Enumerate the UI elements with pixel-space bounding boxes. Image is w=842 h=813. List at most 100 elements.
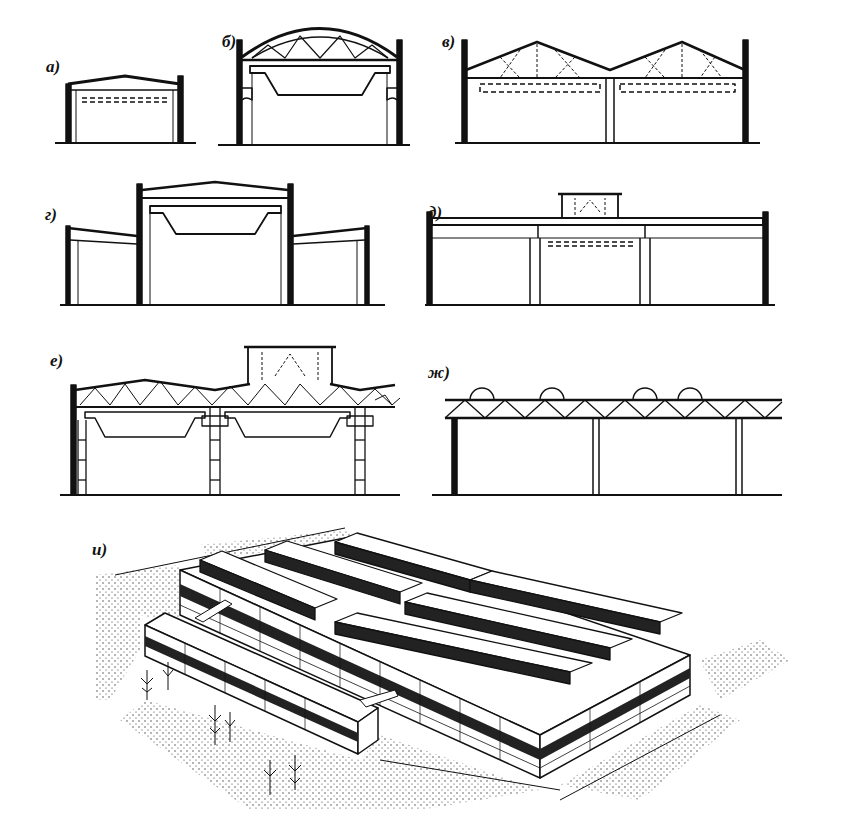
section-a [55,76,196,143]
section-d [66,226,70,305]
section-f [209,407,210,495]
section-e [558,193,622,196]
plant-perspective [195,600,232,622]
plant-perspective [460,698,461,742]
section-d [142,182,288,190]
section-d [293,228,367,236]
plant-perspective [305,698,306,729]
section-g [432,388,782,495]
section-c [555,50,580,78]
figure-label: е) [50,352,63,369]
figure-label: б) [222,33,236,50]
plant-perspective [289,765,301,771]
plant-perspective [340,643,341,688]
plant-perspective [700,640,790,700]
section-f [80,381,392,405]
section-f [262,352,263,380]
section-d [70,240,137,244]
section-e [649,238,651,305]
section-a [68,76,180,84]
section-e [562,194,618,218]
section-b [252,73,253,145]
section-b [252,36,388,58]
section-c [537,44,538,78]
section-f [85,412,205,437]
section-e [639,238,641,305]
section-c [500,50,520,78]
section-f [375,395,400,405]
plant-perspective [142,688,152,692]
section-d [365,226,369,305]
section-c [605,78,607,143]
section-f [262,352,318,380]
plant-perspective [590,708,591,751]
section-c [682,44,683,78]
section-f [225,412,350,437]
section-f [78,459,86,460]
section-e [425,304,775,306]
section-b [250,66,390,95]
section-f [355,459,365,460]
plant-perspective [147,670,148,700]
section-f [71,385,76,495]
plant-perspective [185,643,305,729]
plant-perspective [209,715,221,721]
section-f [202,416,228,426]
section-c [645,50,665,78]
section-f [78,439,86,440]
section-f [76,406,395,408]
section-g [598,418,600,495]
section-d [60,182,385,305]
section-f [355,439,365,440]
section-f [210,459,220,460]
plant-perspective [225,720,235,726]
section-c [645,57,665,78]
section-d [288,184,293,305]
section-c [500,44,722,78]
plant-perspective [290,778,300,783]
section-d [78,240,79,305]
figure-label: и) [92,541,107,558]
section-g [592,418,594,495]
section-d [293,240,365,244]
section-f [244,346,336,349]
plant-perspective [295,755,296,790]
building-sections [55,29,790,811]
plant-perspective [270,760,271,795]
section-f [330,384,395,390]
plant-perspective [185,643,186,675]
section-d [150,206,281,234]
plant-perspective [210,728,220,733]
section-e [763,212,768,305]
plant-perspective [260,606,261,652]
section-b [242,29,397,58]
section-d [150,213,151,305]
plant-perspective [225,661,226,693]
section-f [78,407,373,495]
section-g [470,388,494,400]
section-c [500,57,520,78]
plant-perspective [300,625,301,670]
section-f [355,479,365,480]
section-c [613,78,615,143]
section-b [218,144,410,146]
section-b [252,37,388,58]
plant-perspective [360,690,398,707]
plant-perspective [470,580,660,634]
section-a [71,89,178,91]
figure-label: г) [45,206,57,223]
section-b [242,88,252,100]
plant-perspective [141,678,153,684]
section-f [318,352,319,380]
section-c [620,84,735,92]
section-f [354,407,355,495]
plant-perspective [163,670,173,676]
section-c [462,40,467,143]
section-e [548,245,635,247]
figure-label: в) [442,33,455,50]
plant-perspective [265,680,266,711]
section-b [218,29,410,146]
section-g [540,388,564,400]
section-f [78,479,86,480]
plant-perspective [500,717,501,760]
